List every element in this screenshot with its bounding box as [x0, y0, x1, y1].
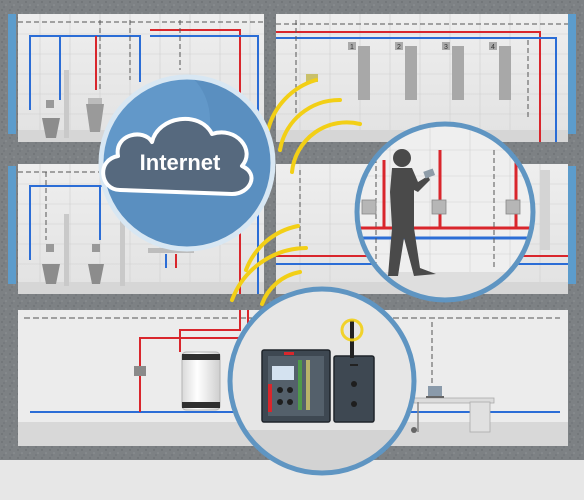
room-top-right: 1 2 3 4 — [276, 14, 568, 142]
urinal-icon — [88, 244, 104, 284]
antenna-icon — [340, 318, 364, 358]
controller-zoom-circle — [227, 286, 417, 476]
toilet-icon — [42, 244, 60, 284]
laptop-icon — [426, 386, 444, 398]
urinal-icon — [86, 98, 104, 132]
signal-waves — [230, 78, 362, 306]
shower-number: 1 — [350, 44, 354, 51]
toilet-icon — [42, 100, 60, 138]
controller-icon — [261, 349, 375, 423]
person-silhouette-icon — [388, 149, 436, 276]
cloud-label: Internet — [140, 150, 221, 175]
sink-icon — [148, 248, 194, 268]
window-right-top — [568, 14, 576, 134]
person-zoom-circle — [354, 121, 536, 303]
boiler-icon — [181, 351, 221, 411]
cloud-circle: Internet — [98, 74, 276, 252]
cloud-icon — [101, 116, 254, 196]
window-left-top — [8, 14, 16, 134]
valve-icon — [134, 366, 146, 376]
shower-number: 3 — [444, 44, 448, 51]
shower-number: 4 — [491, 44, 495, 51]
sensor-box — [306, 74, 318, 82]
window-left-mid — [8, 166, 16, 284]
desk — [411, 397, 495, 433]
shower-number: 2 — [397, 44, 401, 51]
window-right-mid — [568, 166, 576, 284]
shower-icon: 1 2 3 4 — [348, 42, 511, 100]
